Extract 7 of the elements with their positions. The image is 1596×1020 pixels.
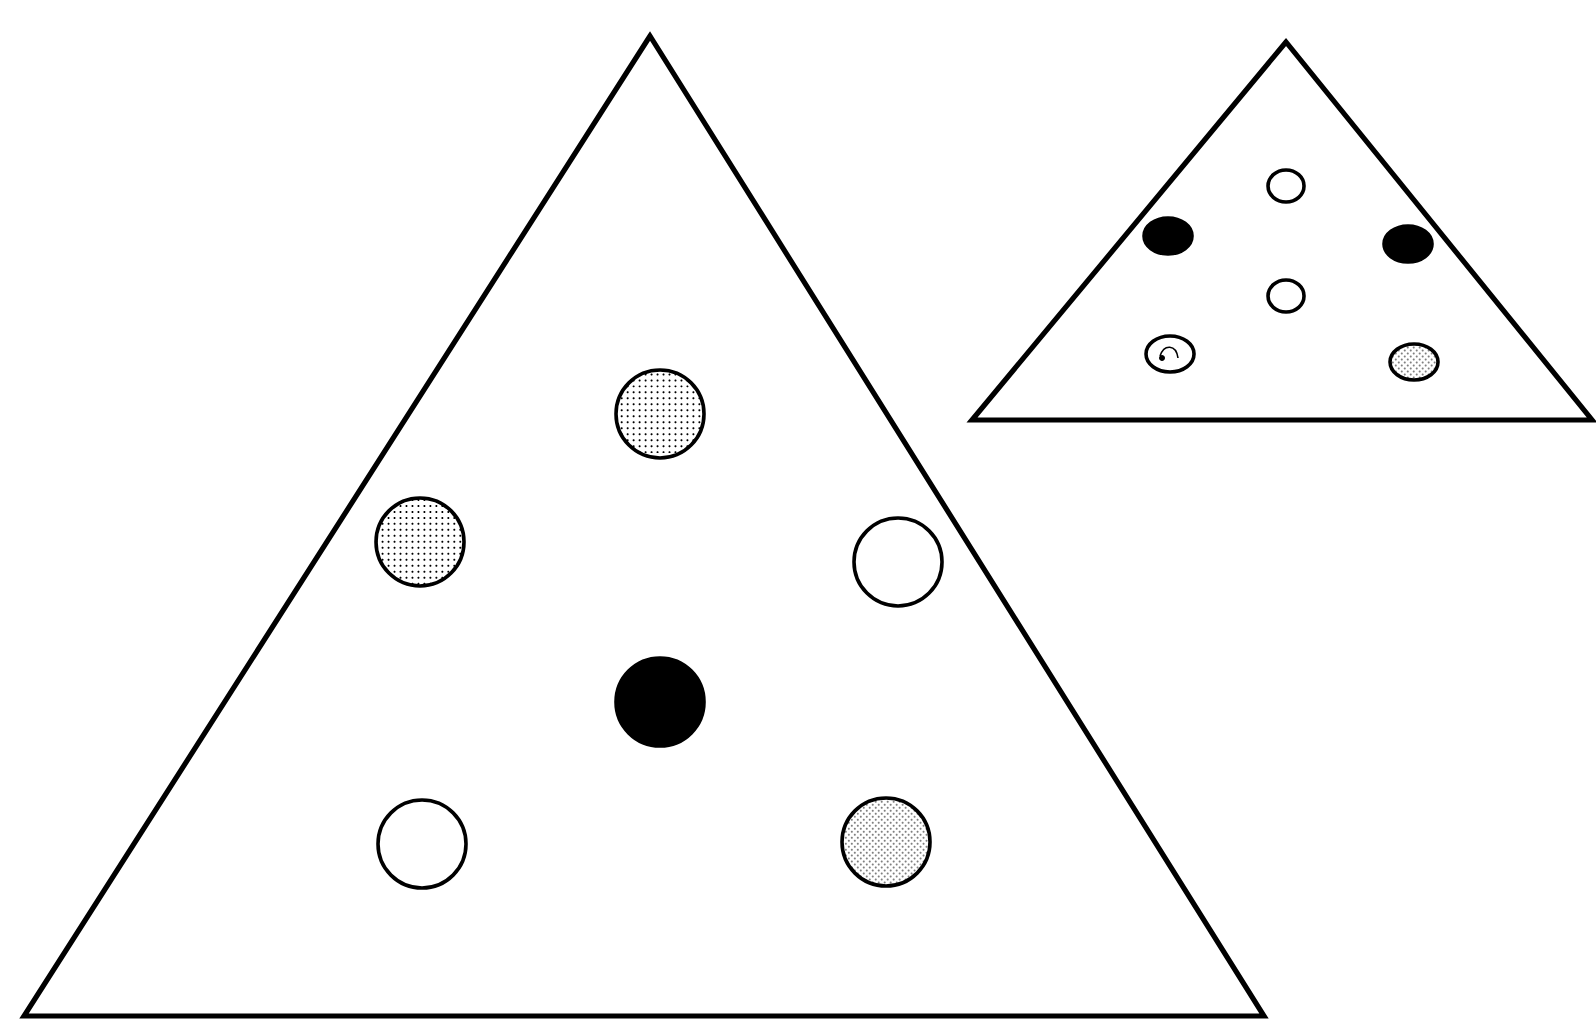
dotted-circle [374, 496, 466, 588]
shaded-circle [1388, 342, 1440, 382]
dotted-circle [614, 368, 706, 460]
filled-circle [614, 656, 706, 748]
open-circle [376, 798, 468, 890]
shaded-circle [840, 796, 932, 888]
open-circle [852, 516, 944, 608]
